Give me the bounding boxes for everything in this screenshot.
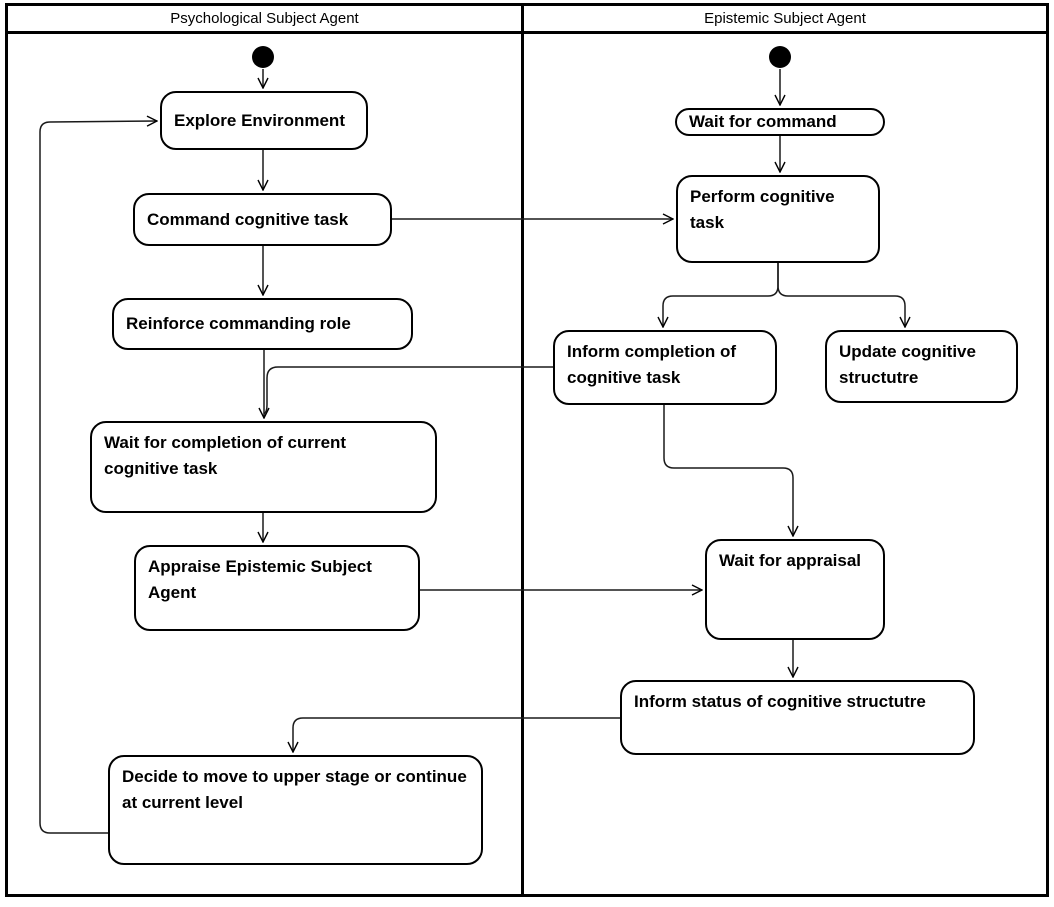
activity-wait-for-completion: Wait for completion of current cognitive… <box>90 421 437 513</box>
activity-label: Explore Environment <box>174 110 345 130</box>
activity-inform-status: Inform status of cognitive structutre <box>620 680 975 755</box>
activity-label: Appraise Epistemic Subject Agent <box>148 557 372 602</box>
activity-label: Wait for completion of current cognitive… <box>104 433 347 478</box>
activity-reinforce-commanding-role: Reinforce commanding role <box>112 298 413 350</box>
activity-label: Decide to move to upper stage or continu… <box>122 767 467 812</box>
activity-wait-for-appraisal: Wait for appraisal <box>705 539 885 640</box>
activity-label: Inform status of cognitive structutre <box>634 692 926 711</box>
swimlane-header-epistemic: Epistemic Subject Agent <box>704 10 866 27</box>
activity-command-cognitive-task: Command cognitive task <box>133 193 392 246</box>
activity-label: Perform cognitive task <box>690 187 835 232</box>
swimlane-header-underline <box>5 31 1049 34</box>
activity-update-cognitive-structure: Update cognitive structutre <box>825 330 1018 403</box>
activity-label: Reinforce commanding role <box>126 314 351 333</box>
activity-wait-for-command: Wait for command <box>675 108 885 136</box>
diagram-border <box>5 3 1049 897</box>
activity-appraise-epistemic-subject-agent: Appraise Epistemic Subject Agent <box>134 545 420 631</box>
activity-label: Update cognitive structutre <box>839 342 976 387</box>
activity-explore-environment: Explore Environment <box>160 91 368 150</box>
activity-label: Inform completion of cognitive task <box>567 342 737 387</box>
activity-perform-cognitive-task: Perform cognitive task <box>676 175 880 263</box>
activity-decide-move-or-continue: Decide to move to upper stage or continu… <box>108 755 483 865</box>
activity-label: Wait for appraisal <box>719 551 862 570</box>
swimlane-divider <box>521 3 524 894</box>
activity-label: Wait for command <box>689 112 837 131</box>
swimlane-header-psychological: Psychological Subject Agent <box>170 10 359 27</box>
activity-inform-completion: Inform completion of cognitive task <box>553 330 777 405</box>
activity-label: Command cognitive task <box>147 209 349 229</box>
